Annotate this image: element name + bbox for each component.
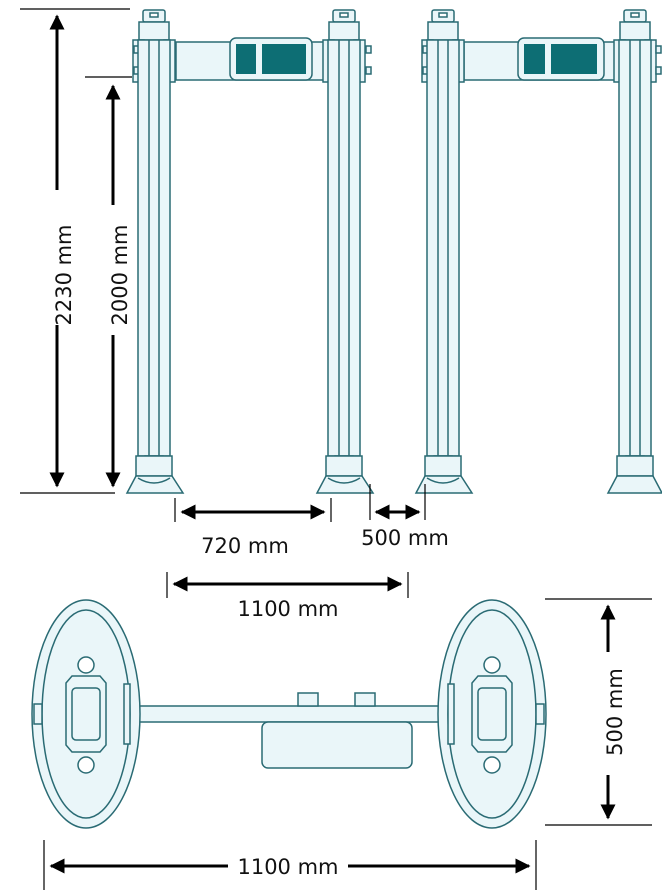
post-left: [414, 9, 474, 494]
dimension-gap-between: [369, 484, 426, 520]
label-plan-depth: 500 mm: [603, 668, 627, 756]
dimension-height-passage: [85, 76, 132, 488]
post-left: [125, 9, 185, 494]
plan-tab-right: [354, 692, 376, 707]
label-height-total: 2230 mm: [52, 224, 76, 325]
gate-front-1: [125, 9, 375, 494]
dimension-top-span: [166, 572, 409, 598]
dimension-width-passage: [174, 498, 332, 522]
plan-display-box: [261, 721, 413, 769]
gate-plan-view: [31, 599, 547, 829]
dimension-plan-width: [43, 840, 537, 890]
plan-pod-right: [437, 599, 547, 829]
plan-crossbar: [124, 705, 456, 723]
dimension-plan-depth: [545, 598, 652, 826]
plan-tab-left: [297, 692, 319, 707]
plan-pod-left: [31, 599, 141, 829]
display-screen-small: [236, 44, 256, 74]
label-gap-between: 500 mm: [361, 526, 449, 550]
post-right-cropped: [606, 9, 662, 494]
post-right: [315, 9, 375, 494]
label-height-passage: 2000 mm: [108, 224, 132, 325]
label-plan-width: 1100 mm: [237, 855, 338, 879]
display-screen-large: [551, 44, 597, 74]
display-screen-large: [262, 44, 306, 74]
label-top-span: 1100 mm: [237, 597, 338, 621]
label-width-passage: 720 mm: [201, 534, 289, 558]
dimension-height-total: [20, 8, 130, 494]
gate-front-2: [414, 9, 662, 494]
display-screen-small: [524, 44, 545, 74]
